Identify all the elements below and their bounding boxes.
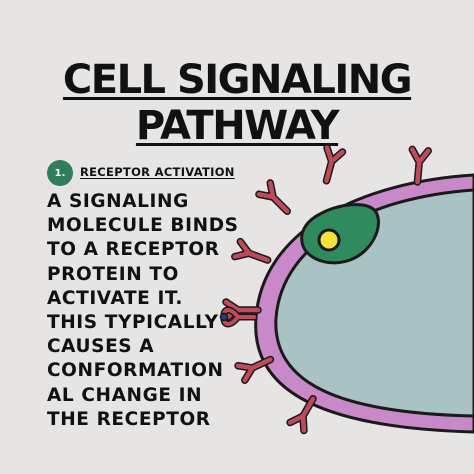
description-line: ACTIVATE IT. [47,287,183,309]
receptor-protein [322,144,347,185]
receptor-protein [408,145,432,186]
description-line: CAUSES A [47,336,155,358]
receptor-shape [235,357,273,383]
nucleolus [317,228,341,252]
step-label: RECEPTOR ACTIVATION [80,165,235,179]
signaling-molecule [219,312,229,322]
title-line-2: PATHWAY [135,103,340,149]
description-line: CONFORMATION [47,360,224,382]
receptor-shape [410,147,431,185]
title-line-1: CELL SIGNALING [62,57,413,103]
description-line: THE RECEPTOR [47,408,211,430]
receptor-shape [324,145,345,184]
description-line: TO A RECEPTOR [47,239,220,261]
receptor-shape [287,396,316,433]
receptor-protein [286,395,317,435]
receptor-protein [234,355,275,384]
receptor-shape [232,239,270,263]
description-line: PROTEIN TO [47,263,179,285]
description-line: AL CHANGE IN [47,384,203,406]
receptor-shape [256,180,290,214]
receptor-protein [255,179,291,215]
description-line: MOLECULE BINDS [47,215,239,237]
description-line: THIS TYPICALLY [47,312,219,334]
description-line: A SIGNALING [47,191,189,212]
nucleus [300,203,380,265]
step-number-badge: 1. [47,160,73,186]
receptor-protein [231,237,272,264]
description: A SIGNALING MOLECULE BINDS TO A RECEPTOR… [47,190,239,432]
